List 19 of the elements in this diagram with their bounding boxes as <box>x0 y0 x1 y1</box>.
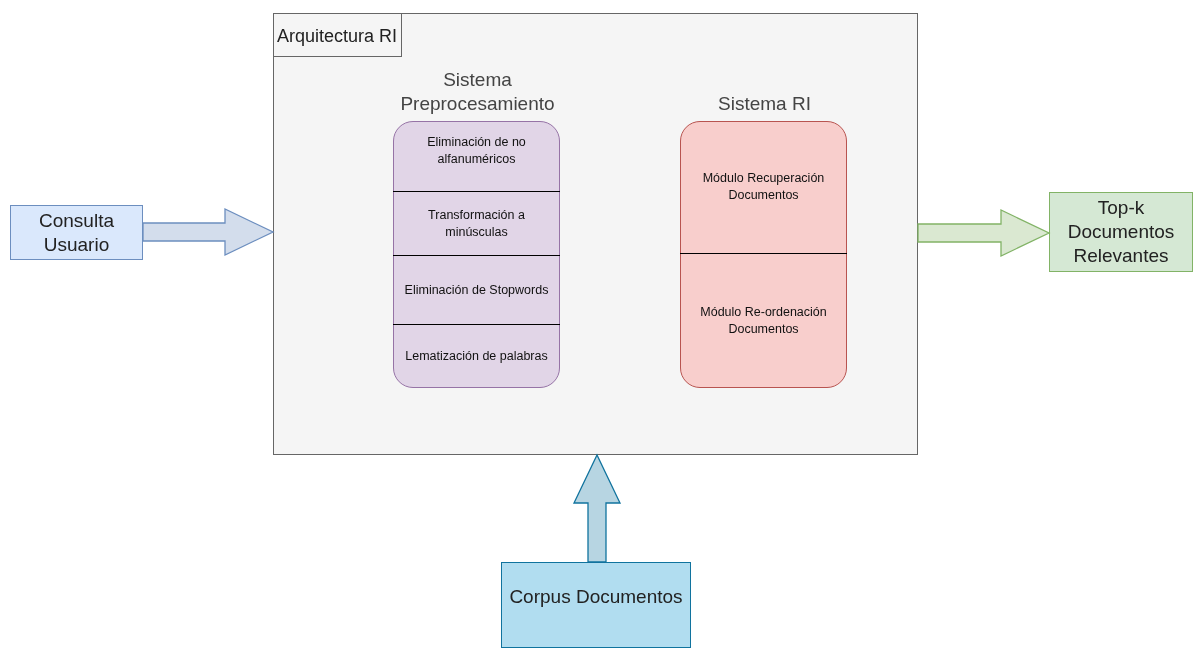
step-label: Eliminación de no alfanuméricos <box>426 134 527 168</box>
step-label: Eliminación de Stopwords <box>403 281 550 299</box>
output-box <box>1049 192 1193 272</box>
block-arrow <box>572 453 622 563</box>
step-label: Módulo Recuperación Documentos <box>701 170 826 204</box>
box-label: Top-k Documentos Relevantes <box>1066 196 1176 268</box>
box-label: Corpus Documentos <box>509 585 683 609</box>
corpus-box <box>501 562 691 648</box>
step-label: Módulo Re-ordenación Documentos <box>699 304 828 338</box>
block-arrow <box>142 207 275 257</box>
box-label: Consulta Usuario <box>38 208 115 257</box>
container-box <box>273 13 918 455</box>
container-label: Arquitectura RI <box>273 13 403 57</box>
group-heading: Sistema Preprocesamiento <box>399 68 556 116</box>
block-arrow <box>917 208 1051 258</box>
step-label: Transformación a minúsculas <box>427 206 526 241</box>
group-heading: Sistema RI <box>717 92 812 116</box>
input-box <box>10 205 143 260</box>
step-label: Lematización de palabras <box>404 348 549 365</box>
